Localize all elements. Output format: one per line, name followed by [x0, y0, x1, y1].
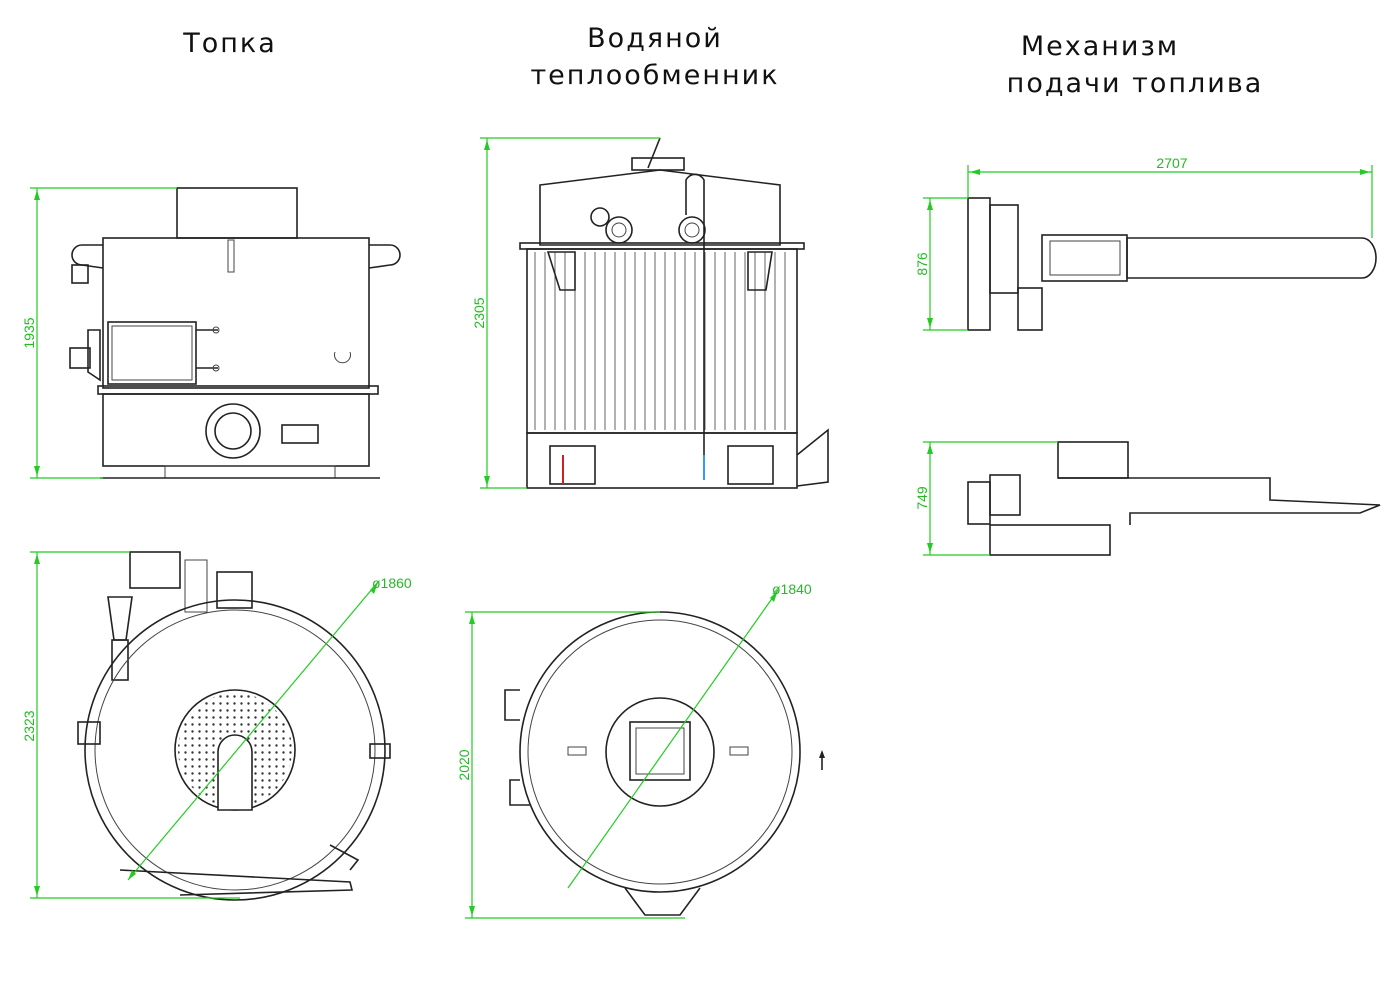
- furnace-front-view: 1935: [21, 187, 401, 479]
- title-feeder: Механизм подачи топлива: [960, 28, 1310, 102]
- title-feeder-line1: Механизм: [1020, 31, 1180, 62]
- dim-feeder-width: 876: [914, 252, 930, 276]
- dim-exchanger-diameter: ø1840: [772, 581, 812, 597]
- feeder-top-view: 2707 876: [914, 155, 1377, 331]
- title-furnace: Топка: [183, 28, 277, 59]
- north-arrow-icon: [819, 750, 825, 770]
- title-feeder-line2: подачи топлива: [1006, 68, 1264, 99]
- dim-exchanger-depth: 2020: [456, 749, 472, 780]
- furnace-top-view: ø1860 2323: [21, 551, 412, 901]
- title-heat-exchanger: Водяной теплообменник: [520, 20, 790, 94]
- feeder-side-view: 749: [914, 441, 1381, 556]
- title-heat-exchanger-line2: теплообменник: [530, 60, 780, 91]
- title-heat-exchanger-line1: Водяной: [587, 23, 723, 54]
- exchanger-front-view: 2305: [471, 137, 829, 489]
- dim-furnace-depth: 2323: [21, 710, 37, 741]
- dim-feeder-length: 2707: [1156, 155, 1187, 171]
- dim-exchanger-height: 2305: [471, 297, 487, 328]
- dim-furnace-diameter: ø1860: [372, 575, 412, 591]
- dim-feeder-height: 749: [914, 486, 930, 510]
- exchanger-top-view: ø1840 2020: [456, 581, 812, 919]
- dim-furnace-height: 1935: [21, 317, 37, 348]
